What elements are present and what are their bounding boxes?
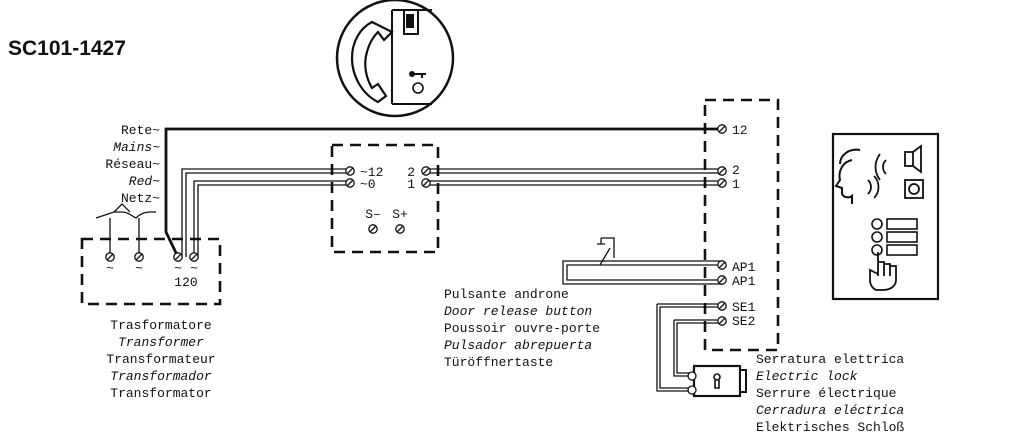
mains-line-4: Netz~ [121,191,160,206]
telephone-handset-icon [350,20,394,104]
terminal-handset-1 [717,178,727,188]
terminal-power-out-1 [421,178,431,188]
terminal-power-s-minus [368,224,378,234]
mains-line-1: Mains~ [113,140,160,155]
speaker-icon [904,144,922,174]
door-button-line-3: Pulsador abrepuerta [444,338,592,353]
transformer-tilde-4: ~ [190,261,198,276]
lock-line-3: Cerradura eléctrica [756,403,904,418]
terminal-group [105,124,727,326]
transformer-tilde-3: ~ [174,261,182,276]
wire-mains-0 [193,180,350,257]
transformer-line-0: Trasformatore [110,318,211,333]
wire-electric-lock-b [656,303,722,392]
handset-badge [335,0,455,118]
door-panel-icon [391,9,432,105]
transformer-line-2: Transformateur [106,352,215,367]
power-unit-label-out-2: 2 [407,165,415,180]
handset-label-ap1-a: AP1 [732,260,756,275]
wire-mains-12 [181,168,350,257]
terminal-handset-ap1-a [717,260,727,270]
lock-line-0: Serratura elettrica [756,352,904,367]
transformer-tilde-2: ~ [135,261,143,276]
mains-bracket [95,203,156,257]
call-buttons-icon [871,218,918,256]
transformer-line-3: Transformador [110,369,212,384]
key-icon [409,71,426,94]
transformer-box [80,237,222,306]
wire-2 [426,168,722,174]
lock-line-2: Serrure électrique [756,386,896,401]
terminal-power-out-2 [421,166,431,176]
speaking-face-icon [834,148,887,204]
wire-12 [164,127,722,258]
terminal-handset-se1 [717,301,727,311]
door-button-line-2: Poussoir ouvre-porte [444,321,600,336]
handset-label-12: 12 [732,123,748,138]
terminal-handset-12 [717,124,727,134]
wire-1 [426,180,722,186]
lock-line-4: Elektrisches Schloß [756,420,904,435]
power-unit-label-out-1: 1 [407,177,415,192]
entrance-panel [831,132,940,301]
wire-door-release [562,237,722,285]
transformer-line-1: Transformer [118,335,204,350]
terminal-handset-ap1-b [717,275,727,285]
electric-lock-icon [687,364,747,398]
mains-line-0: Rete~ [121,123,160,138]
handset-label-1: 1 [732,177,740,192]
terminal-transformer-4 [189,252,199,262]
mains-line-2: Réseau~ [105,157,160,172]
terminal-handset-se2 [717,316,727,326]
terminal-transformer-3 [173,252,183,262]
transformer-tilde-1: ~ [106,261,114,276]
lock-line-1: Electric lock [756,369,858,384]
power-unit-label-s-minus: S– [365,207,381,222]
power-unit-label-in-12: ~12 [360,165,383,180]
door-button-line-1: Door release button [444,304,592,319]
terminal-transformer-2 [134,252,144,262]
handset-label-se2: SE2 [732,314,755,329]
door-button-line-0: Pulsante androne [444,287,569,302]
wire-mains-12-b [185,172,350,257]
handset-label-ap1-b: AP1 [732,274,756,289]
wiring [164,127,722,392]
handset-label-se1: SE1 [732,300,756,315]
transformer-line-4: Transformator [110,386,211,401]
power-unit-label-s-plus: S+ [392,207,408,222]
mains-line-3: Red~ [129,174,160,189]
wire-electric-lock [659,306,722,389]
pressing-hand-icon [869,252,897,291]
terminal-power-in-12 [345,166,355,176]
power-unit-box [330,143,440,254]
wire-mains-0-b [197,184,350,257]
handset-label-2: 2 [732,163,740,178]
terminal-transformer-1 [105,252,115,262]
terminal-handset-2 [717,166,727,176]
power-unit-label-in-0: ~0 [360,177,376,192]
door-button-line-4: Türöffnertaste [444,355,553,370]
camera-icon [904,179,924,199]
diagram-title: SC101-1427 [8,37,126,60]
terminal-power-s-plus [395,224,405,234]
terminal-power-in-0 [345,178,355,188]
transformer-output-label: 120 [174,275,197,290]
